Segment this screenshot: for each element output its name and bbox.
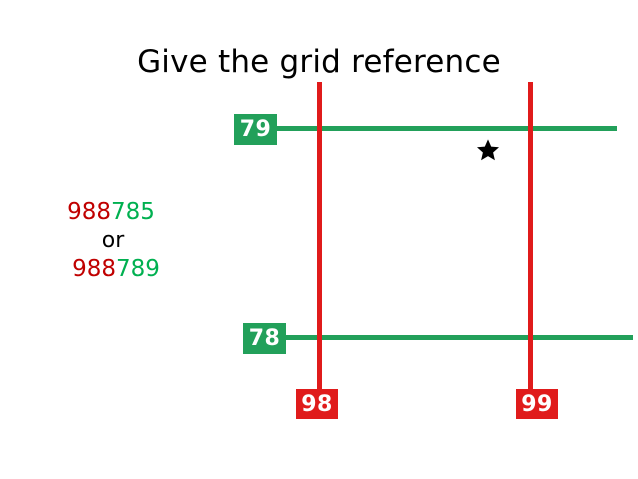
gridline-northing-78 [277,335,633,340]
gridline-northing-79 [277,126,617,131]
gridline-easting-98 [317,82,322,389]
grid-label-northing-78: 78 [243,323,286,354]
gridline-easting-99 [528,82,533,389]
answer-separator: or [101,228,125,253]
answer-block: 988785 or 988789 [28,198,198,284]
answer-2-northing: 789 [116,256,160,282]
answer-line-2: 988789 [28,255,198,284]
grid-label-easting-99: 99 [516,389,558,419]
page-title: Give the grid reference [137,44,501,80]
grid-label-northing-79: 79 [234,114,277,145]
answer-2-easting: 988 [72,256,116,282]
answer-1-easting: 988 [67,199,111,225]
answer-line-1: 988785 [28,198,198,227]
star-icon [476,138,500,162]
grid-label-easting-98: 98 [296,389,338,419]
answer-1-northing: 785 [111,199,155,225]
